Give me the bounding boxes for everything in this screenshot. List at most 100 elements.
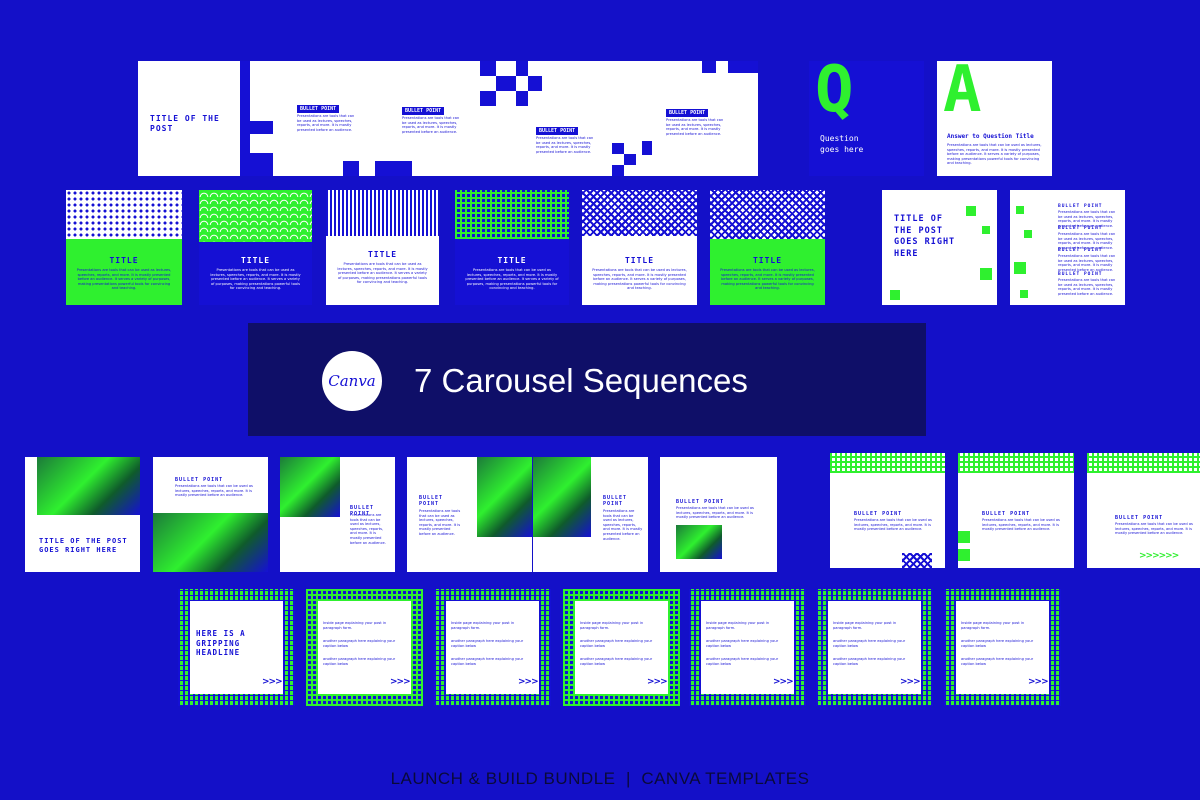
bullet-label: BULLET POINT <box>536 127 579 135</box>
bullet-label: BULLET POINT <box>854 511 903 517</box>
bullet-body: Presentations are tools that can be used… <box>1115 522 1193 536</box>
row3-slide-bullet[interactable]: BULLET POINT Presentations are tools tha… <box>153 457 268 572</box>
row2-slide-title[interactable]: TITLE Presentations are tools that can b… <box>582 190 697 305</box>
row4-slide-headline[interactable]: HERE IS A GRIPPING HEADLINE >>> <box>178 589 295 706</box>
slide-title: TITLE <box>752 256 783 265</box>
row1-slide-bullet[interactable]: BULLET POINT Presentations are tools tha… <box>390 61 516 176</box>
slide-body: Presentations are tools that can be used… <box>210 268 301 291</box>
bullet-body: Presentations are tools that can be used… <box>175 484 253 498</box>
slide-title: TITLE <box>367 250 398 259</box>
pixel-block <box>702 61 716 73</box>
row3-slide-title[interactable]: TITLE OF THE POST GOES RIGHT HERE <box>25 457 140 572</box>
row2-slide-bullet-list[interactable]: BULLET POINT Presentations are tools tha… <box>1010 190 1125 305</box>
pixel-block <box>516 61 528 76</box>
banner-title: 7 Carousel Sequences <box>414 362 748 399</box>
paragraph-1: Inside page explaining your post in para… <box>961 621 1025 630</box>
bullet-body: Presentations are tools that can be used… <box>536 136 594 154</box>
row3-slide-bullet[interactable]: BULLET POINT Presentations are tools tha… <box>830 453 945 568</box>
arrows-icon: >>>>>> <box>1139 551 1179 561</box>
bullet-body: Presentations are tools that can be used… <box>1058 278 1116 296</box>
pattern <box>830 453 945 473</box>
bullet-body: Presentations are tools that can be used… <box>1058 254 1116 272</box>
pixel-block <box>612 143 624 154</box>
bullet-label: BULLET POINT <box>1115 515 1164 521</box>
answer-title: Answer to Question Title <box>947 133 1034 140</box>
row1-slide-bullet[interactable]: BULLET POINT Presentations are tools tha… <box>263 61 390 176</box>
row4-slide-paragraph[interactable]: Inside page explaining your post in para… <box>306 589 423 706</box>
paragraph-1: Inside page explaining your post in para… <box>706 621 770 630</box>
bullet-body: Presentations are tools that can be used… <box>297 114 355 132</box>
row2-slide-title[interactable]: TITLE Presentations are tools that can b… <box>66 190 182 305</box>
bullet-label: BULLET POINT <box>603 495 628 507</box>
inner-panel: Inside page explaining your post in para… <box>446 601 539 694</box>
pattern <box>710 190 825 239</box>
pixel-sparkle <box>1016 206 1024 214</box>
row2-slide-title[interactable]: TITLE Presentations are tools that can b… <box>199 190 312 305</box>
pattern <box>66 190 182 239</box>
row2-slide-title[interactable]: TITLE Presentations are tools that can b… <box>326 190 439 305</box>
bullet-label: BULLET POINT <box>1058 204 1103 209</box>
photo <box>280 457 340 517</box>
pixel-block <box>958 549 970 561</box>
arrows-icon: >>> <box>773 677 794 687</box>
row2-slide-title[interactable]: TITLE Presentations are tools that can b… <box>455 190 569 305</box>
pixel-block <box>624 154 636 165</box>
answer-body: Presentations are tools that can be used… <box>947 143 1042 166</box>
pattern <box>326 190 439 236</box>
pixel-block <box>480 91 496 106</box>
pixel-sparkle <box>982 226 990 234</box>
row3-slide-bullet[interactable]: BULLET POINT Presentations are tools tha… <box>1087 453 1200 568</box>
row4-slide-paragraph[interactable]: Inside page explaining your post in para… <box>689 589 806 706</box>
slide-body: Presentations are tools that can be used… <box>720 268 815 291</box>
row4-slide-paragraph[interactable]: Inside page explaining your post in para… <box>434 589 551 706</box>
row4-slide-paragraph[interactable]: Inside page explaining your post in para… <box>816 589 933 706</box>
bullet-body: Presentations are tools that can be used… <box>854 518 932 532</box>
bullet-body: Presentations are tools that can be used… <box>603 509 643 541</box>
row1-slide-question[interactable]: Q Question goes here <box>809 61 924 176</box>
pixel-block <box>480 61 496 76</box>
q-letter: Q <box>815 61 854 127</box>
row3-slide-bullet[interactable]: BULLET POINT Presentations are tools tha… <box>280 457 395 572</box>
bullet-label: BULLET POINT <box>350 505 375 517</box>
bullet-label: BULLET POINT <box>676 499 725 505</box>
row4-slide-paragraph[interactable]: Inside page explaining your post in para… <box>563 589 680 706</box>
photo <box>37 457 140 515</box>
bullet-body: Presentations are tools that can be used… <box>676 506 754 520</box>
slide-title: TITLE OF THE POST GOES RIGHT HERE <box>894 214 956 259</box>
inner-panel: Inside page explaining your post in para… <box>956 601 1049 694</box>
paragraph-1: Inside page explaining your post in para… <box>833 621 897 630</box>
pixel-sparkle <box>980 268 992 280</box>
row3-slide-bullet[interactable]: BULLET POINT Presentations are tools tha… <box>407 457 532 572</box>
pixel-block <box>263 121 273 134</box>
row3-slide-bullet[interactable]: BULLET POINT Presentations are tools tha… <box>660 457 777 572</box>
row1-slide-bullet[interactable]: BULLET POINT Presentations are tools tha… <box>516 61 642 176</box>
canva-logo-text: Canva <box>328 372 376 390</box>
row1-slide-answer[interactable]: A Answer to Question Title Presentations… <box>937 61 1052 176</box>
paragraph-2: another paragraph here explaining your c… <box>451 639 524 648</box>
row1-slide-title[interactable]: TITLE OF THE POST <box>138 61 263 176</box>
row2-slide-big-title[interactable]: TITLE OF THE POST GOES RIGHT HERE <box>882 190 997 305</box>
bullet-label: BULLET POINT <box>1058 226 1103 231</box>
paragraph-3: another paragraph here explaining your c… <box>580 657 653 666</box>
slide-title: TITLE <box>240 256 271 265</box>
pixel-sparkle <box>1014 262 1026 274</box>
row4-slide-paragraph[interactable]: Inside page explaining your post in para… <box>944 589 1061 706</box>
row3-slide-bullet[interactable]: BULLET POINT Presentations are tools tha… <box>533 457 648 572</box>
pixel-sparkle <box>1020 290 1028 298</box>
row3-slide-bullet[interactable]: BULLET POINT Presentations are tools tha… <box>958 453 1074 568</box>
inner-panel: HERE IS A GRIPPING HEADLINE >>> <box>190 601 283 694</box>
photo <box>676 525 722 559</box>
pattern <box>958 453 1074 473</box>
slide-body: Presentations are tools that can be used… <box>76 268 172 291</box>
slide-title: TITLE <box>497 256 527 265</box>
paragraph-1: Inside page explaining your post in para… <box>580 621 644 630</box>
bullet-label: BULLET POINT <box>297 105 340 113</box>
arrows-icon: >>> <box>647 677 668 687</box>
photo <box>477 457 532 537</box>
row1-slide-bullet[interactable]: BULLET POINT Presentations are tools tha… <box>642 61 758 176</box>
pixel-block <box>375 161 390 176</box>
bullet-label: BULLET POINT <box>419 495 444 507</box>
slide-title: TITLE OF THE POST <box>150 114 220 133</box>
pixel-block <box>642 141 652 155</box>
row2-slide-title[interactable]: TITLE Presentations are tools that can b… <box>710 190 825 305</box>
